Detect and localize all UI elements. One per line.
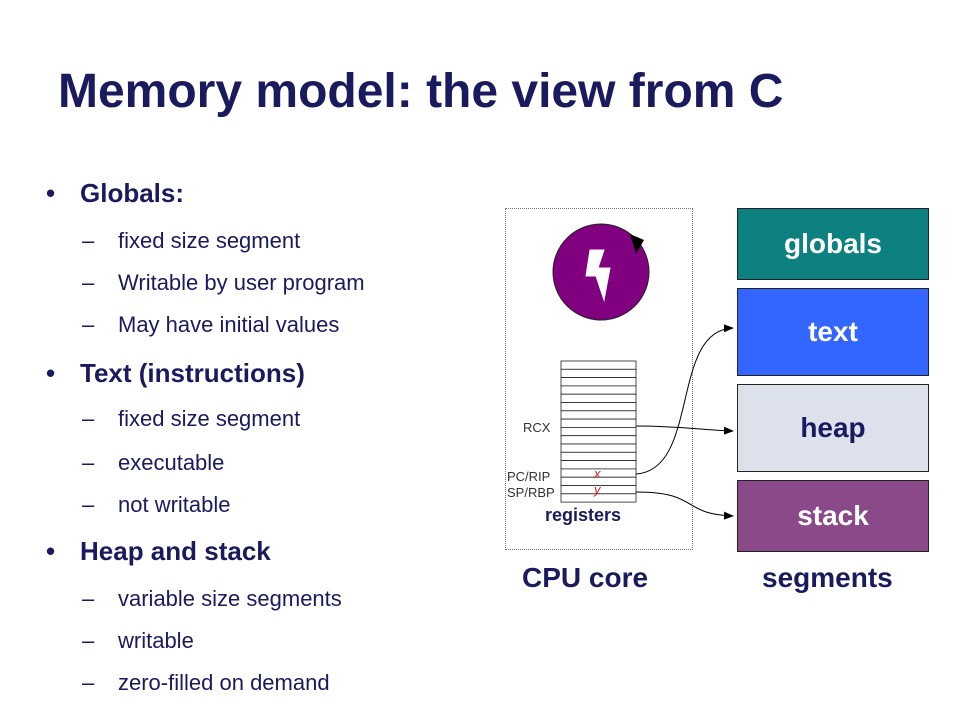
sub-item-text: executable bbox=[118, 450, 225, 475]
register-label-rcx: RCX bbox=[523, 420, 551, 435]
sub-item: – fixed size segment bbox=[82, 406, 301, 432]
cpu-core-box bbox=[505, 208, 693, 550]
sub-item: – May have initial values bbox=[82, 312, 340, 338]
dash-glyph: – bbox=[82, 670, 95, 695]
register-row bbox=[560, 493, 637, 503]
sub-item-text: fixed size segment bbox=[118, 406, 301, 431]
bullet-dot: • bbox=[46, 358, 56, 388]
dash-glyph: – bbox=[82, 406, 95, 431]
segments-caption: segments bbox=[762, 562, 893, 593]
lightning-bolt-icon bbox=[585, 249, 611, 302]
segment-label: stack bbox=[797, 500, 869, 531]
sub-item: – variable size segments bbox=[82, 586, 342, 612]
register-row bbox=[560, 360, 637, 370]
sub-item-text: fixed size segment bbox=[118, 228, 301, 253]
dash-glyph: – bbox=[82, 228, 95, 253]
sub-item: – zero-filled on demand bbox=[82, 670, 330, 696]
sub-item: – writable bbox=[82, 628, 194, 654]
dash-glyph: – bbox=[82, 628, 95, 653]
register-label-pc: PC/RIP bbox=[507, 469, 551, 484]
clock-pointer-icon bbox=[630, 234, 644, 254]
register-row bbox=[560, 377, 637, 387]
sub-item-text: zero-filled on demand bbox=[118, 670, 330, 695]
segment-stack: stack bbox=[737, 480, 929, 552]
segment-label: text bbox=[808, 316, 858, 347]
bullet-text: • Text (instructions) bbox=[46, 358, 305, 389]
register-label-sp: SP/RBP bbox=[507, 485, 555, 500]
sub-item-text: writable bbox=[118, 628, 194, 653]
segment-globals: globals bbox=[737, 208, 929, 280]
sub-item-text: May have initial values bbox=[118, 312, 340, 337]
bullet-dot: • bbox=[46, 536, 56, 566]
segment-label: heap bbox=[800, 412, 866, 443]
sub-item-text: not writable bbox=[118, 492, 231, 517]
register-value-y: y bbox=[594, 482, 601, 497]
segment-heap: heap bbox=[737, 384, 929, 472]
register-value-x: x bbox=[594, 466, 601, 481]
dash-glyph: – bbox=[82, 586, 95, 611]
bullet-dot: • bbox=[46, 178, 56, 208]
page-title: Memory model: the view from C bbox=[58, 65, 784, 118]
registers-caption: registers bbox=[545, 505, 622, 525]
dash-glyph: – bbox=[82, 312, 95, 337]
dash-glyph: – bbox=[82, 492, 95, 517]
register-row bbox=[560, 368, 637, 378]
sub-item-text: Writable by user program bbox=[118, 270, 365, 295]
bullet-globals: • Globals: bbox=[46, 178, 185, 209]
register-row bbox=[560, 435, 637, 445]
arrow-sp-to-stack bbox=[635, 491, 734, 520]
arrow-pc-to-text bbox=[635, 324, 734, 475]
dash-glyph: – bbox=[82, 450, 95, 475]
register-row bbox=[560, 410, 637, 420]
sub-item: – Writable by user program bbox=[82, 270, 365, 296]
sub-item-text: variable size segments bbox=[118, 586, 342, 611]
arrow-rcx-to-heap bbox=[635, 425, 734, 435]
register-row bbox=[560, 451, 637, 461]
bullet-heading: Globals: bbox=[80, 178, 185, 208]
bullet-heading: Heap and stack bbox=[80, 536, 271, 566]
register-row bbox=[560, 443, 637, 453]
bullet-heap-stack: • Heap and stack bbox=[46, 536, 271, 567]
register-row bbox=[560, 426, 637, 437]
sub-item: – fixed size segment bbox=[82, 228, 301, 254]
dash-glyph: – bbox=[82, 270, 95, 295]
register-row bbox=[560, 418, 637, 428]
segment-label: globals bbox=[783, 228, 882, 259]
bullet-heading: Text (instructions) bbox=[80, 358, 305, 388]
register-row bbox=[560, 385, 637, 395]
register-stack bbox=[560, 360, 637, 503]
register-row bbox=[560, 393, 637, 403]
sub-item: – executable bbox=[82, 450, 225, 476]
segment-text: text bbox=[737, 288, 929, 376]
register-row bbox=[560, 402, 637, 412]
sub-item: – not writable bbox=[82, 492, 231, 518]
cpu-core-caption: CPU core bbox=[522, 562, 649, 593]
